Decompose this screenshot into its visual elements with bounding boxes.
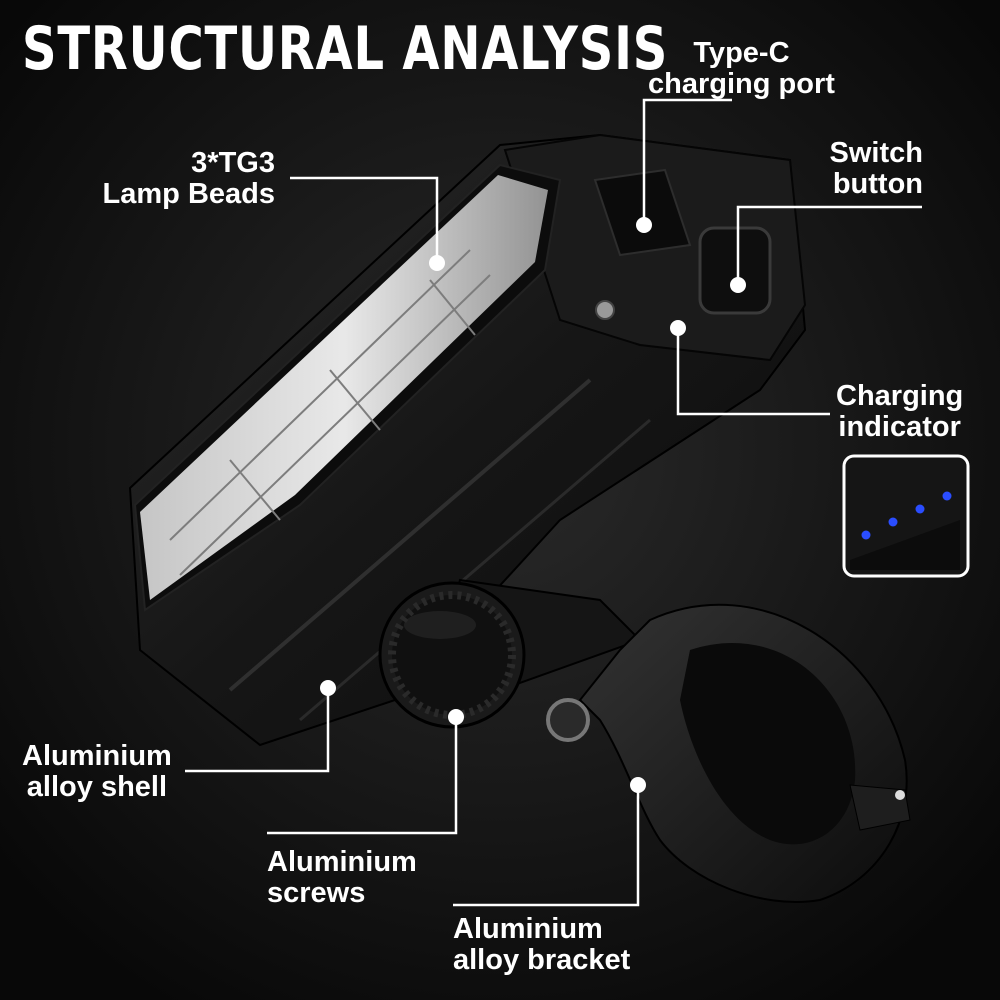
charging-indicator-inset [842, 454, 970, 578]
label-bracket: Aluminium alloy bracket [453, 914, 630, 976]
label-lamp-line2: Lamp Beads [102, 178, 275, 210]
page-title: STRUCTURAL ANALYSIS [22, 14, 669, 84]
label-type-c-line1: Type-C [693, 37, 790, 69]
leader-type-c [642, 98, 732, 225]
label-switch-line2: button [832, 168, 923, 200]
leader-shell [185, 688, 330, 773]
knob [378, 581, 526, 729]
switch-button-shape [698, 226, 772, 315]
leader-switch [736, 205, 922, 285]
rear-controls [593, 168, 772, 320]
indicator-led [942, 491, 952, 501]
label-screws-line1: Aluminium [267, 846, 417, 878]
label-type-c-line2: charging port [648, 68, 835, 100]
indicator-led [888, 517, 898, 527]
leader-lines [185, 98, 922, 907]
label-charging-line2: indicator [838, 411, 961, 443]
label-shell: Aluminium alloy shell [22, 741, 172, 803]
lens [133, 163, 562, 612]
label-lamp-beads: 3*TG3 Lamp Beads [103, 148, 275, 210]
label-switch-line1: Switch [829, 137, 923, 169]
leader-dots [320, 217, 746, 793]
label-switch-button: Switch button [830, 138, 923, 200]
label-screws-line2: screws [267, 877, 366, 909]
leader-lamp-beads [290, 176, 439, 263]
label-shell-line1: Aluminium [22, 740, 172, 772]
label-charging-line1: Charging [836, 380, 964, 412]
label-charging-indicator: Charging indicator [836, 381, 963, 443]
label-bracket-line2: alloy bracket [453, 944, 631, 976]
rear-screw-head [595, 300, 615, 320]
label-shell-line2: alloy shell [26, 771, 168, 803]
leader-charging [676, 328, 830, 416]
indicator-led [915, 504, 925, 514]
bracket [438, 578, 911, 903]
leader-bracket [453, 785, 640, 907]
indicator-led [861, 530, 871, 540]
label-type-c: Type-C charging port [648, 38, 835, 100]
label-bracket-line1: Aluminium [453, 913, 603, 945]
label-screws: Aluminium screws [267, 847, 417, 909]
bracket-screw [546, 698, 590, 742]
type-c-port-cover [593, 168, 692, 257]
leader-screws [267, 717, 458, 835]
label-lamp-line1: 3*TG3 [191, 147, 275, 179]
